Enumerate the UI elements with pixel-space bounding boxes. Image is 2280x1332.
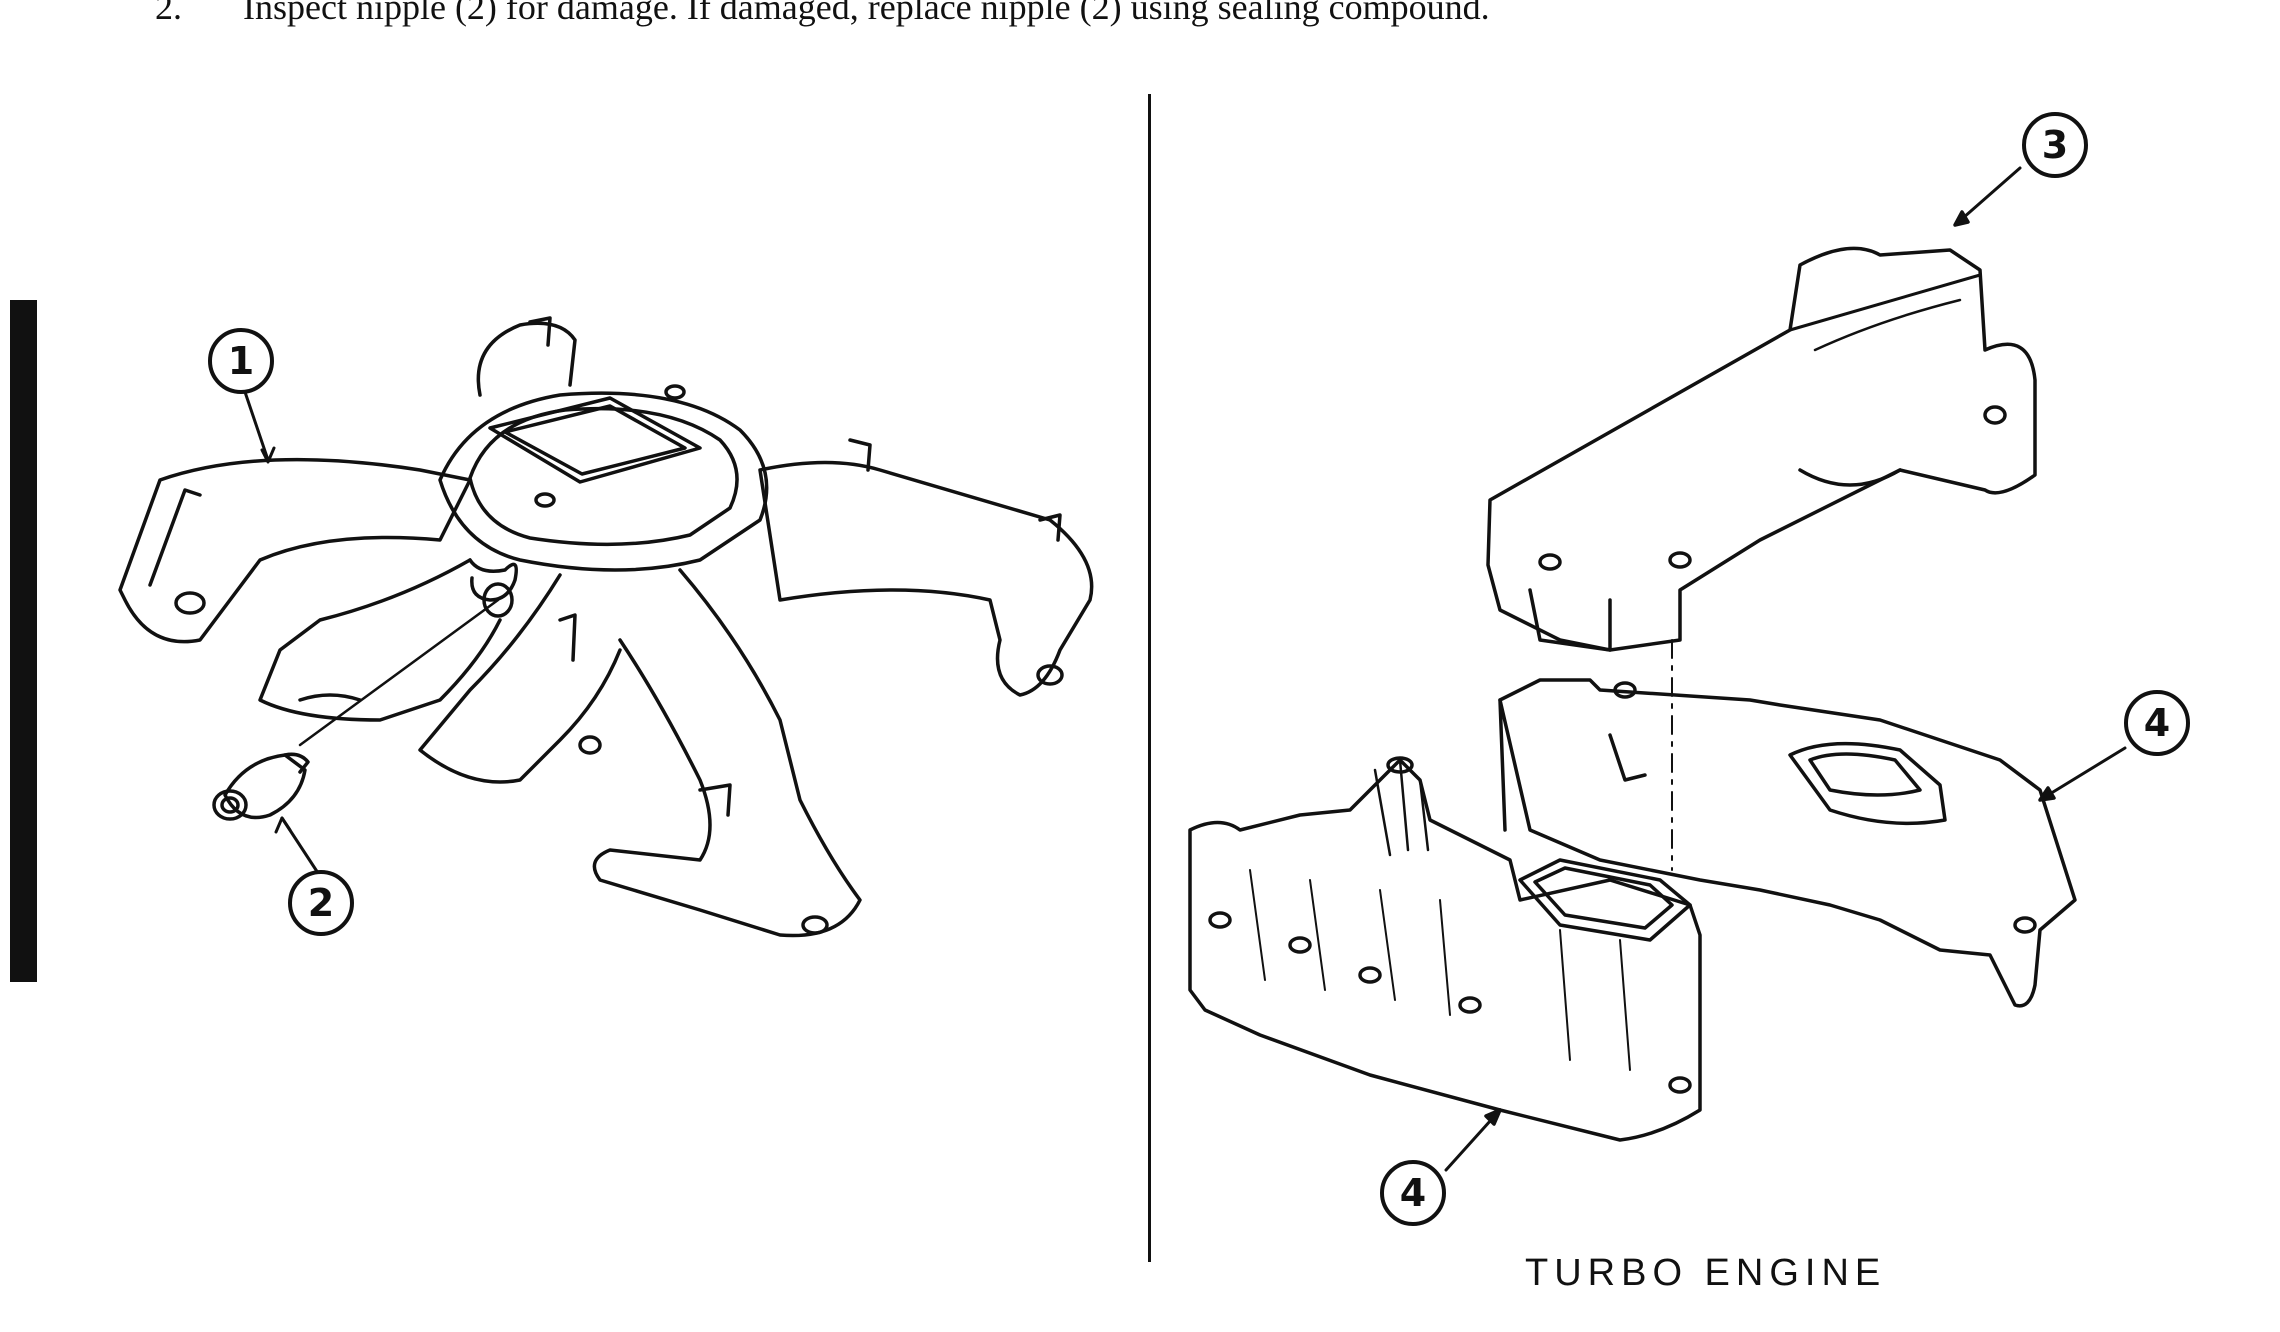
figure-caption: TURBO ENGINE [1525,1252,1887,1294]
callout-4-lower: 4 [1380,1160,1446,1226]
callout-4-upper: 4 [2124,690,2190,756]
step-instruction: Inspect nipple (2) for damage. If damage… [243,0,1490,27]
callout-2: 2 [288,870,354,936]
step-number: 2. [155,0,182,27]
turbo-manifold-drawing [1188,166,2127,1172]
callout-3: 3 [2022,112,2088,178]
figure-divider [1148,94,1151,1262]
intake-manifold-drawing [118,316,1094,938]
step-2-text: 2. Inspect nipple (2) for damage. If dama… [155,0,1490,28]
callout-1: 1 [208,328,274,394]
change-bar [10,300,37,982]
